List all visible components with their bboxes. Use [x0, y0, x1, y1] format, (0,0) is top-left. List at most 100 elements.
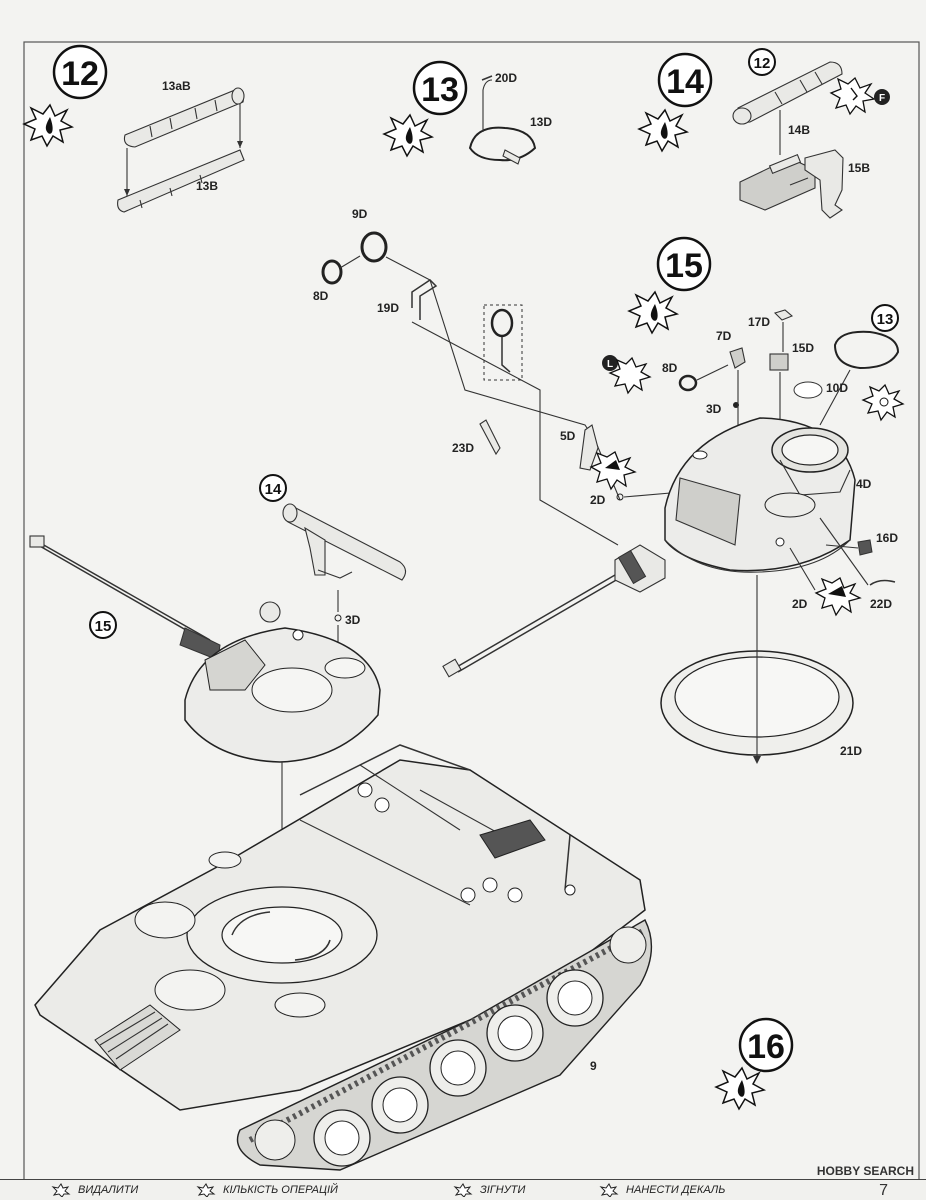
step-circle	[738, 1017, 794, 1073]
part-13aB	[123, 87, 245, 148]
step-number: 14	[666, 63, 704, 101]
part-label: 13D	[530, 115, 552, 129]
part-17D	[773, 309, 794, 321]
part-8D-ring	[678, 374, 698, 392]
part-19D	[411, 279, 438, 320]
part-22D	[869, 579, 896, 586]
legend-bar: ВИДАЛИТИ КІЛЬКІСТЬ ОПЕРАЦІЙ ЗІГНУТИ НАНЕ…	[0, 1179, 926, 1200]
part-label: 9D	[352, 207, 368, 221]
part-8D	[321, 259, 343, 285]
detail-box	[483, 304, 523, 381]
part-14B	[739, 153, 816, 211]
glue-drop-icon	[405, 127, 413, 144]
step-circle	[656, 236, 712, 292]
legend-label: ЗІГНУТИ	[480, 1184, 526, 1196]
part-label: 20D	[495, 71, 517, 85]
assembly-arrow	[126, 104, 241, 196]
part-label: 22D	[870, 597, 892, 611]
step-number: 13	[421, 71, 459, 109]
legend-label: НАНЕСТИ ДЕКАЛЬ	[626, 1184, 726, 1196]
step-14: 14 12 F 14B 15B	[637, 48, 890, 219]
watermark-text: HOBBY SEARCH	[816, 1164, 914, 1178]
assembly-arrow	[819, 517, 869, 586]
assembly-arrow	[825, 544, 859, 549]
part-label: 8D	[313, 289, 329, 303]
repeat-icon	[196, 1183, 216, 1197]
step-circle	[412, 60, 468, 116]
part-label: 8D	[662, 361, 678, 375]
searchlight	[282, 503, 407, 581]
part-label: 15B	[848, 161, 870, 175]
step-13: 13 20D 13D	[382, 60, 552, 165]
ref-circle	[259, 474, 287, 502]
legend-item-remove: ВИДАЛИТИ	[50, 1182, 138, 1198]
sub-marker-text: F	[879, 93, 885, 104]
step-16: 16	[714, 1017, 794, 1111]
hull-assembly: 9	[34, 744, 653, 1171]
ref-circle	[748, 48, 776, 76]
part-16D	[857, 539, 873, 556]
step-number: 15	[665, 247, 703, 285]
step-15: 15 9D 8D 19D 23D 5D 2D	[313, 207, 905, 764]
part-12-tube	[732, 61, 843, 125]
part-label: 7D	[716, 329, 732, 343]
step-circle	[52, 44, 108, 100]
page-number-text: 7	[879, 1182, 888, 1199]
ref-number: 12	[754, 55, 771, 72]
part-label: 4D	[856, 477, 872, 491]
part-label: 17D	[748, 315, 770, 329]
turret-body	[664, 417, 856, 573]
leader-line	[385, 256, 621, 501]
part-15D	[769, 353, 789, 371]
gun-barrel	[442, 544, 666, 678]
ref-number: 13	[877, 311, 894, 328]
page-number: 7	[879, 1182, 888, 1200]
part-5D	[579, 424, 599, 471]
part-label: 15D	[792, 341, 814, 355]
glue-drop-icon	[737, 1080, 745, 1097]
assembly-arrow	[339, 255, 361, 269]
part-label: 2D	[590, 493, 606, 507]
cement-star-icon	[589, 451, 637, 491]
part-label: 10D	[826, 381, 848, 395]
step-circle	[657, 52, 713, 108]
sub-marker	[874, 89, 890, 105]
part-13D	[468, 126, 537, 165]
cement-star-icon	[829, 76, 876, 116]
part-label: 14B	[788, 123, 810, 137]
leader-line	[411, 321, 619, 546]
part-7D	[729, 347, 746, 369]
decal-icon	[599, 1183, 619, 1197]
step-number: 12	[61, 55, 99, 93]
cement-star-icon	[814, 577, 862, 617]
part-label: 23D	[452, 441, 474, 455]
glue-drop-icon	[660, 122, 668, 139]
part-label: 2D	[792, 597, 808, 611]
part-label: 5D	[560, 429, 576, 443]
assembly-arrow	[819, 369, 851, 426]
part-label: 3D	[706, 402, 722, 416]
turret-subassembly: 14 3D 15	[29, 474, 407, 935]
glue-drop-icon	[650, 304, 658, 321]
turret-assembled	[184, 601, 381, 763]
step-12: 12 13aB 13B	[22, 44, 245, 213]
legend-item-repeat: КІЛЬКІСТЬ ОПЕРАЦІЙ	[195, 1182, 338, 1198]
assembly-arrow	[789, 177, 809, 186]
part-label: 13B	[196, 179, 218, 193]
part-label: 16D	[876, 531, 898, 545]
step-number: 16	[747, 1028, 785, 1066]
ref-number: 15	[95, 618, 112, 635]
sub-marker-text: L	[607, 359, 613, 370]
road-wheels	[254, 926, 647, 1167]
ref-circle	[89, 611, 117, 639]
hull-ref-label: 9	[590, 1059, 597, 1073]
part-15B	[804, 149, 844, 219]
ref-circle	[871, 304, 899, 332]
legend-label: ВИДАЛИТИ	[78, 1184, 139, 1196]
bend-icon	[453, 1183, 473, 1197]
part-13B	[117, 149, 245, 213]
glue-drop-icon	[45, 117, 53, 134]
part-23D	[479, 419, 501, 456]
assembly-arrow	[696, 364, 729, 381]
